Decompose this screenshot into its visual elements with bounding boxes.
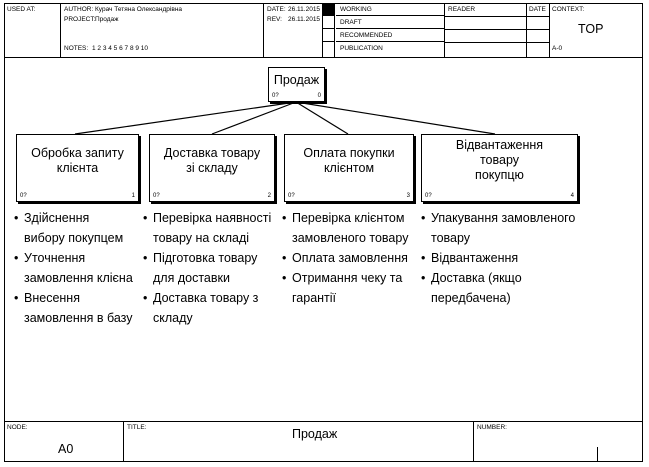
project-label: PROJECT:: [64, 16, 96, 23]
context-node: A-0: [552, 45, 563, 52]
activity-box-4-label: Відвантаження товару покупцю: [455, 138, 544, 182]
activity-box-2[interactable]: Доставка товару зі складу 0? 2: [149, 134, 275, 202]
activity-box-1-left-num: 0?: [20, 193, 27, 199]
notes-label: NOTES:: [64, 45, 89, 52]
context-label: CONTEXT:: [552, 6, 585, 13]
activity-box-1-number: 1: [131, 193, 135, 199]
date-label: DATE:: [267, 6, 286, 13]
title-value: Продаж: [292, 427, 338, 441]
list-item: Оплата замовлення: [282, 248, 420, 268]
list-item: Відвантаження: [421, 248, 581, 268]
activity-box-2-label: Доставка товару зі складу: [163, 146, 261, 175]
parent-box-label: Продаж: [273, 73, 320, 87]
parent-box-left-num: 0?: [272, 93, 279, 99]
status-working: WORKING: [336, 3, 444, 16]
draft-status-marker: [322, 16, 335, 29]
status-publication: PUBLICATION: [340, 45, 383, 52]
connector-2: [211, 101, 297, 135]
parent-box-prodazh[interactable]: Продаж 0? 0: [268, 67, 325, 102]
parent-box-right-num: 0: [317, 93, 321, 99]
date-value: 26.11.2015: [288, 6, 321, 13]
activity-box-3-label: Оплата покупки клієнтом: [303, 146, 395, 175]
number-label: NUMBER:: [477, 424, 507, 431]
activity-box-1[interactable]: Обробка запиту клієнта 0? 1: [16, 134, 139, 202]
notes-value: 1 2 3 4 5 6 7 8 9 10: [92, 45, 149, 52]
activity-box-3-left-num: 0?: [288, 193, 295, 199]
used-at-label: USED AT:: [7, 6, 36, 13]
reader-date-label: DATE: [529, 6, 546, 13]
recommended-status-marker: [322, 29, 335, 42]
connector-1: [74, 101, 297, 135]
activity-box-1-label: Обробка запиту клієнта: [31, 146, 124, 175]
node-label: NODE:: [7, 424, 28, 431]
working-status-marker: [322, 3, 335, 16]
activity-box-3[interactable]: Оплата покупки клієнтом 0? 3: [284, 134, 414, 202]
title-label: TITLE:: [127, 424, 147, 431]
status-draft: DRAFT: [336, 16, 444, 29]
activity-box-2-left-num: 0?: [153, 193, 160, 199]
status-recommended: RECOMMENDED: [336, 29, 444, 42]
activity-box-3-number: 3: [406, 193, 410, 199]
project-value: Продаж: [95, 16, 119, 23]
activity-box-4[interactable]: Відвантаження товару покупцю 0? 4: [421, 134, 578, 202]
publication-status-marker: [322, 42, 335, 57]
rev-label: REV:: [267, 16, 282, 23]
activity-box-4-number: 4: [570, 193, 574, 199]
rev-value: 26.11.2015: [288, 16, 321, 23]
connector-4: [295, 101, 496, 135]
activity-box-4-left-num: 0?: [425, 193, 432, 199]
author-label: AUTHOR:: [64, 6, 94, 13]
context-value: TOP: [578, 22, 604, 36]
activity-box-2-number: 2: [267, 193, 271, 199]
connector-3: [295, 101, 349, 135]
reader-label: READER: [448, 6, 476, 13]
node-value: A0: [58, 442, 74, 456]
author-value: Курач Тетяна Олександрівна: [95, 6, 183, 13]
